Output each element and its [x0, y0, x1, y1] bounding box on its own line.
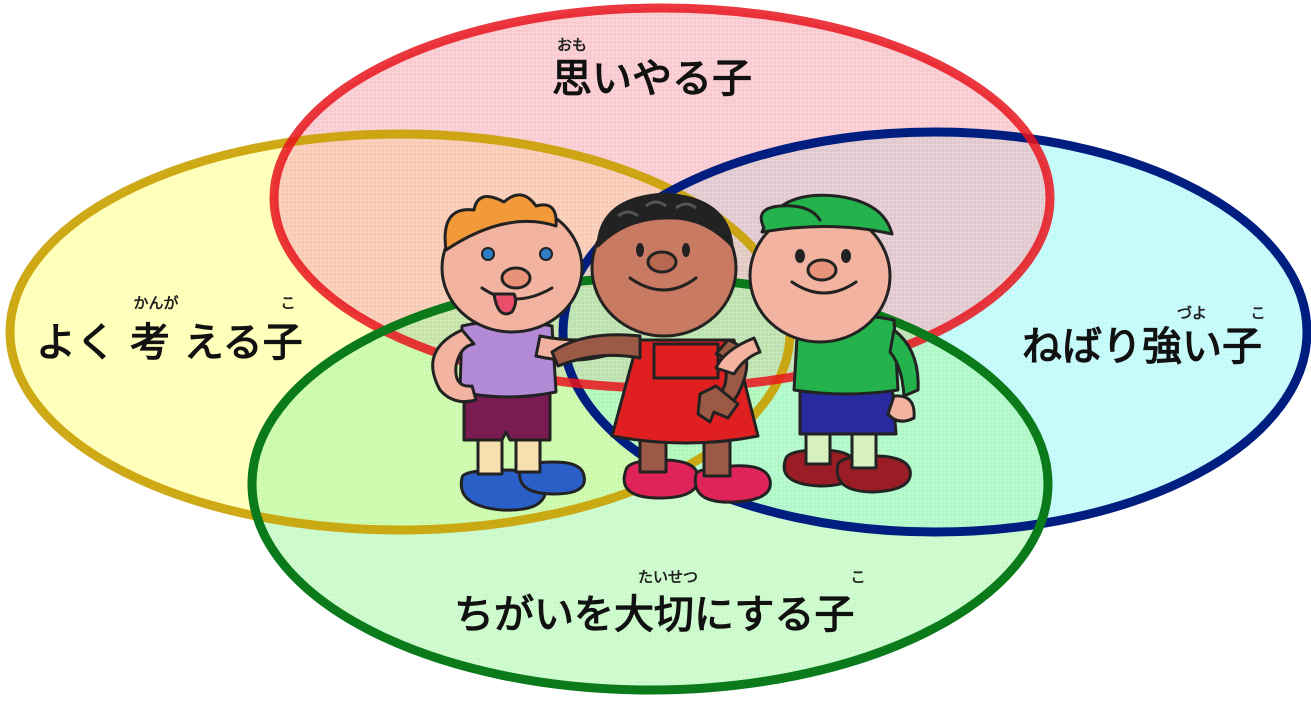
label-right-ruby-2: こ — [1250, 304, 1265, 322]
children-illustration — [431, 192, 920, 512]
label-left-ruby-1: かんが — [133, 294, 179, 312]
label-right-ruby-1: づよ — [1177, 304, 1207, 322]
label-right: ねばり強い子 — [1022, 324, 1262, 370]
label-top: 思いやる子 — [552, 56, 752, 102]
boy-cap-icon — [714, 193, 920, 494]
label-left-ruby-2: こ — [280, 294, 295, 312]
label-left: よく 考 える子 — [36, 320, 303, 366]
ellipse-outline-blue — [558, 127, 1311, 537]
label-top-ruby: おも — [557, 36, 587, 54]
boy-left-icon — [431, 193, 620, 512]
label-bottom: ちがいを大切にする子 — [454, 592, 854, 638]
label-bottom-ruby-1: たいせつ — [638, 568, 698, 586]
label-bottom-ruby-2: こ — [850, 568, 865, 586]
